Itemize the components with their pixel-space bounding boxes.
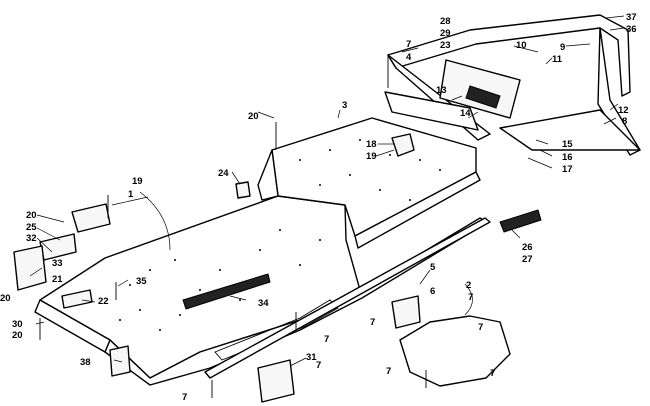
callout-7-c: 7: [370, 317, 375, 328]
clip-24: [235, 181, 251, 199]
callout-7-a: 7: [468, 292, 473, 303]
callout-7-b: 7: [478, 322, 483, 333]
callout-13: 13: [436, 85, 447, 96]
callout-labels: 1 2 3 4 5 6 7 7 7 7 7 7 7 7 7 8 9 10 11 …: [0, 12, 637, 403]
callout-24: 24: [218, 168, 229, 179]
callout-7-d: 7: [324, 334, 329, 345]
callout-29: 29: [440, 28, 451, 39]
callout-25: 25: [26, 222, 37, 233]
callout-7-g: 7: [490, 368, 495, 379]
callout-20-d: 20: [12, 330, 23, 341]
callout-27: 27: [522, 254, 533, 265]
callout-8: 8: [622, 116, 627, 127]
callout-14: 14: [460, 108, 471, 119]
callout-23: 23: [440, 40, 451, 51]
callout-33: 33: [52, 258, 63, 269]
callout-26: 26: [522, 242, 533, 253]
callout-6: 6: [430, 286, 435, 297]
callout-31: 31: [306, 352, 317, 363]
bracket-21: [13, 245, 47, 291]
bracket-38: [109, 345, 131, 377]
callout-19-b: 19: [132, 176, 143, 187]
callout-28: 28: [440, 16, 451, 27]
callout-9: 9: [560, 42, 565, 53]
fasteners: [39, 56, 427, 398]
callout-35: 35: [136, 276, 147, 287]
callout-10: 10: [516, 40, 527, 51]
front-brackets: [13, 181, 542, 377]
callout-20-a: 20: [248, 111, 259, 122]
heat-exchanger-grille: [182, 273, 271, 310]
callout-34: 34: [258, 298, 269, 309]
callout-22: 22: [98, 296, 109, 307]
callout-7-f: 7: [386, 366, 391, 377]
plate-31: [257, 359, 295, 403]
callout-11: 11: [552, 54, 563, 65]
callout-30: 30: [12, 319, 23, 330]
rear-bumper: [384, 14, 641, 156]
callout-20-b: 20: [26, 210, 37, 221]
callout-17: 17: [562, 164, 573, 175]
callout-12: 12: [618, 105, 629, 116]
callout-37: 37: [626, 12, 637, 23]
callout-1: 1: [128, 189, 134, 200]
callout-16: 16: [562, 152, 573, 163]
callout-32: 32: [26, 233, 37, 244]
reflector: [465, 85, 501, 109]
callout-7-h: 7: [182, 392, 187, 403]
chassis-tunnel: [34, 117, 491, 386]
callout-18: 18: [366, 139, 377, 150]
callout-7-top: 7: [406, 39, 411, 50]
callout-3: 3: [342, 100, 347, 111]
callout-4: 4: [406, 52, 412, 63]
bracket-25: [39, 233, 77, 261]
bracket-1: [71, 203, 111, 233]
callout-21: 21: [52, 274, 63, 285]
grille-26: [499, 209, 542, 233]
mounting-bracket: [391, 133, 415, 157]
bumper-mount-bracket: [384, 91, 479, 131]
bracket-22: [61, 289, 93, 309]
callout-2: 2: [466, 280, 471, 291]
callout-15: 15: [562, 139, 573, 150]
callout-19-a: 19: [366, 151, 377, 162]
callout-20-c: 20: [0, 293, 11, 304]
callout-5: 5: [430, 262, 436, 273]
callout-7-e: 7: [316, 360, 321, 371]
callout-36: 36: [626, 24, 637, 35]
perforated-panel: [214, 299, 339, 361]
leader-lines: [29, 15, 625, 367]
rivet-holes: [119, 139, 441, 331]
hitch-bracket: [257, 295, 511, 403]
running-board-strip: [204, 217, 491, 379]
plate-6: [391, 295, 421, 329]
callout-38: 38: [80, 357, 91, 368]
